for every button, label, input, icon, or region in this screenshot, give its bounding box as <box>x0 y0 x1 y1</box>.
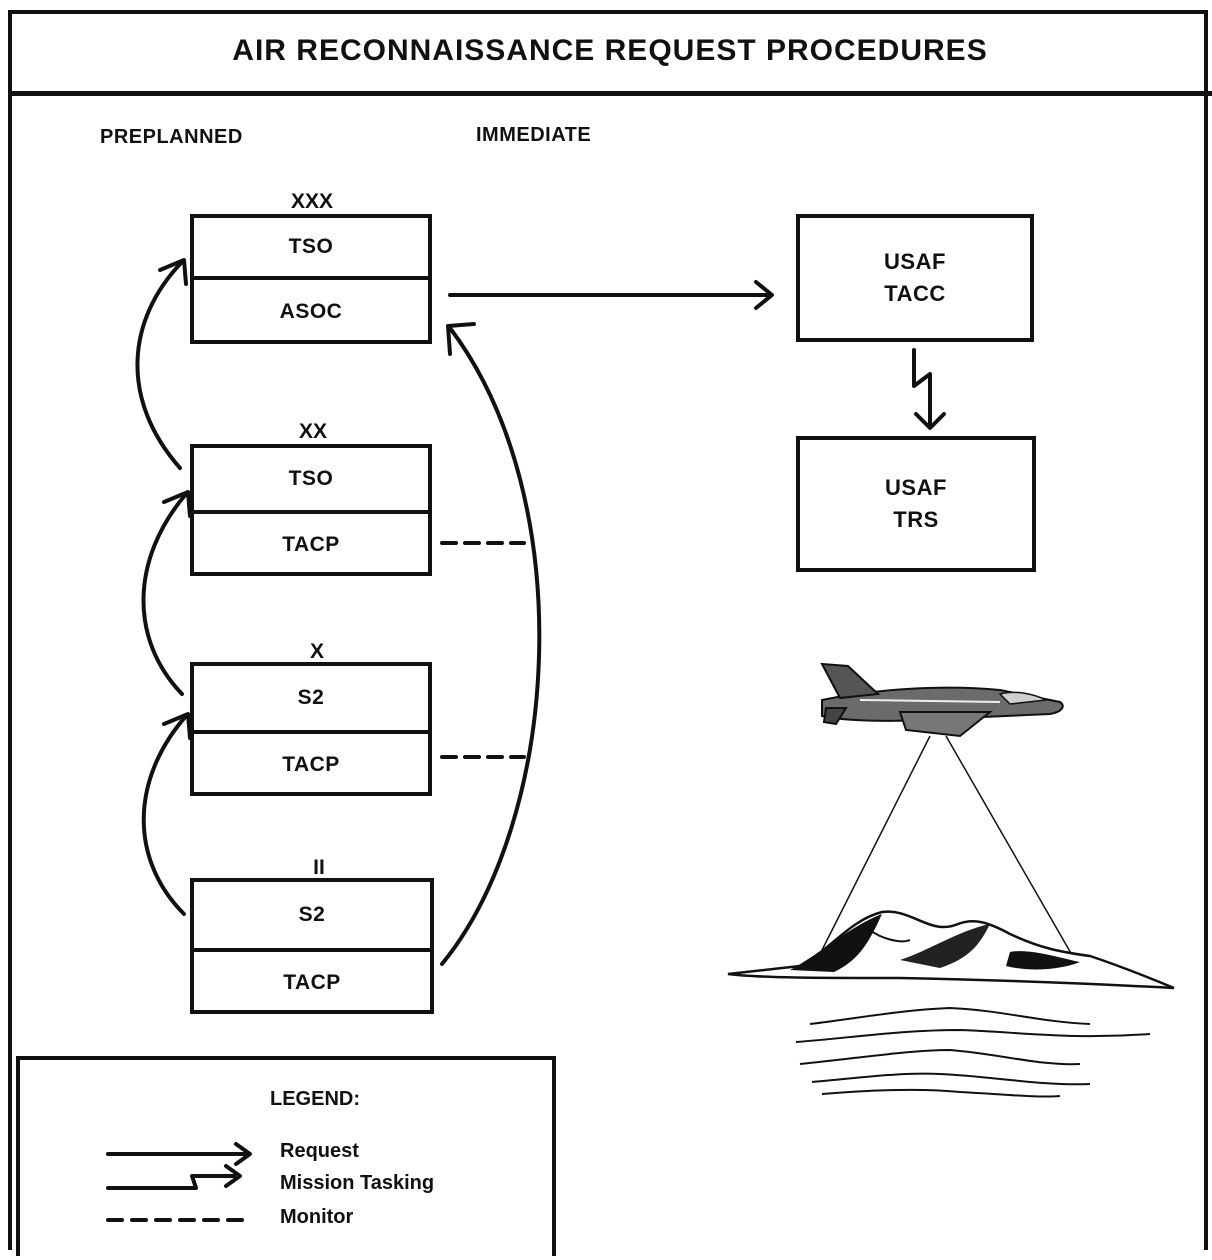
usaf-trs-line2: TRS <box>893 507 939 532</box>
echelon-symbol-battalion: II <box>313 856 325 879</box>
battalion-bottom-label: TACP <box>194 948 430 1014</box>
request-arrow-battalion-to-brigade <box>141 714 188 916</box>
diagram-title: AIR RECONNAISSANCE REQUEST PROCEDURES <box>232 33 988 67</box>
request-arrow-division-to-corps <box>135 260 184 470</box>
usaf-trs-node: USAF TRS <box>796 436 1036 572</box>
legend-mission-tasking-arrowhead <box>224 1164 242 1188</box>
recon-jet-over-terrain-illustration <box>727 662 1175 1098</box>
battalion-top-label: S2 <box>298 903 326 926</box>
usaf-trs-line1: USAF <box>885 475 947 500</box>
echelon-symbol-corps: XXX <box>290 190 334 213</box>
mission-tasking-arrow <box>912 348 932 426</box>
legend-mission-tasking-label: Mission Tasking <box>280 1172 435 1194</box>
corps-bottom-label: ASOC <box>194 276 428 344</box>
legend: LEGEND: Request Mission Tasking Monitor <box>16 1056 556 1256</box>
title-bar: AIR RECONNAISSANCE REQUEST PROCEDURES <box>8 10 1212 96</box>
request-arrowhead-corps <box>158 258 188 286</box>
immediate-request-arrowhead <box>446 322 476 356</box>
division-top-label: TSO <box>288 467 334 490</box>
usaf-tacc-line1: USAF <box>884 249 946 274</box>
corps-top-label: TSO <box>288 235 334 258</box>
preplanned-header: PREPLANNED <box>100 126 243 148</box>
immediate-request-arrow <box>440 326 542 966</box>
request-arrowhead-tacc <box>754 280 774 310</box>
request-arrowhead-brigade <box>162 712 192 740</box>
terrain-icon <box>727 910 1175 990</box>
legend-monitor-label: Monitor <box>280 1206 354 1228</box>
recon-jet-icon <box>820 662 1064 738</box>
water-icon <box>795 1006 1151 1098</box>
mission-tasking-arrowhead <box>914 412 946 430</box>
request-arrow-brigade-to-division <box>141 492 188 696</box>
request-arrowhead-division <box>162 490 192 518</box>
brigade-node: S2 TACP <box>190 662 432 796</box>
legend-request-label: Request <box>280 1140 359 1162</box>
sensor-cone-left <box>817 735 931 959</box>
division-node: TSO TACP <box>190 444 432 576</box>
legend-mission-tasking-line <box>106 1174 236 1190</box>
usaf-tacc-node: USAF TACC <box>796 214 1034 342</box>
sensor-cone-right <box>945 735 1077 963</box>
legend-title: LEGEND: <box>270 1088 360 1110</box>
immediate-header: IMMEDIATE <box>476 124 592 146</box>
division-bottom-label: TACP <box>194 510 428 576</box>
echelon-symbol-brigade: X <box>309 640 324 663</box>
usaf-tacc-line2: TACC <box>884 281 946 306</box>
brigade-top-label: S2 <box>297 686 325 709</box>
brigade-bottom-label: TACP <box>194 730 428 796</box>
corps-node: TSO ASOC <box>190 214 432 344</box>
legend-symbols <box>106 1142 252 1222</box>
battalion-node: S2 TACP <box>190 878 434 1014</box>
outer-frame <box>8 10 1208 1250</box>
legend-request-arrowhead <box>234 1142 252 1166</box>
echelon-symbol-division: XX <box>298 420 327 443</box>
